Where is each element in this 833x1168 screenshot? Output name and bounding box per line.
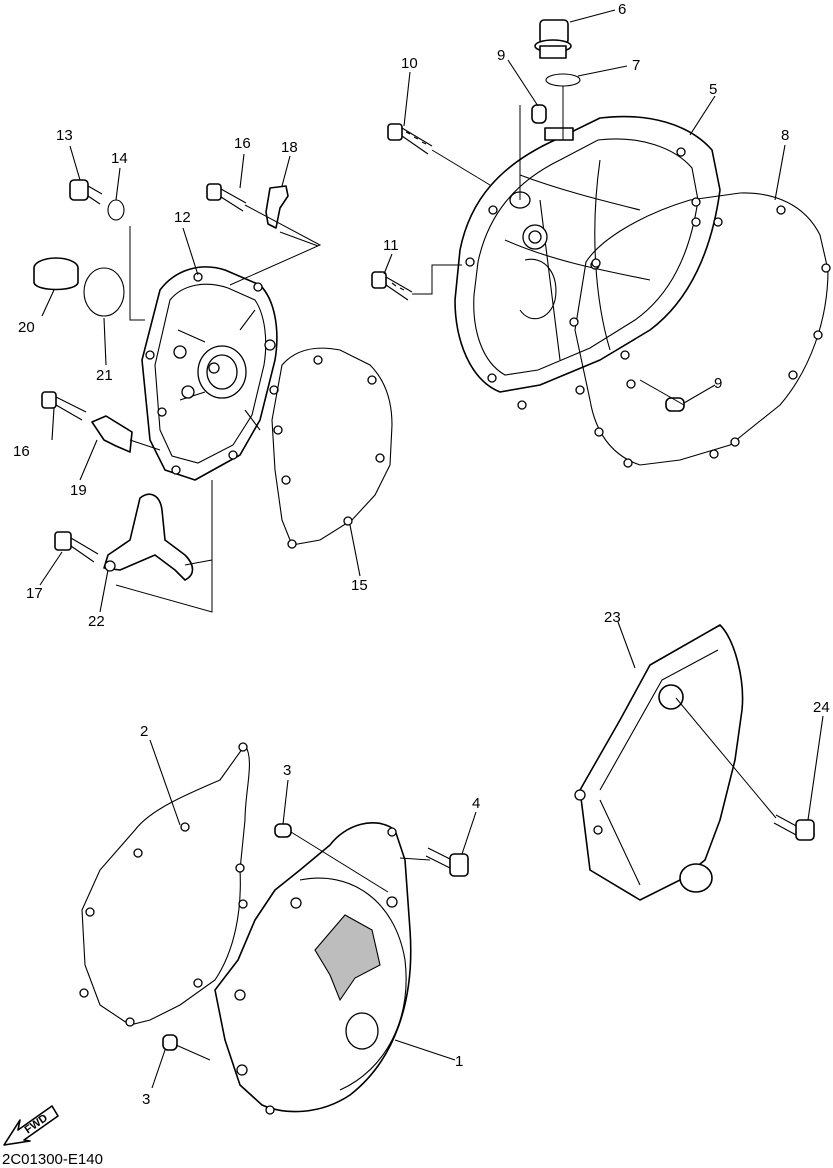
clip-18-part[interactable] [265, 185, 289, 229]
callout-23: 23 [604, 609, 621, 626]
callout-16-upper: 16 [234, 135, 251, 152]
plug-o-ring-part[interactable] [83, 267, 125, 317]
callout-11: 11 [383, 237, 399, 254]
pickup-cover-part[interactable] [141, 266, 279, 481]
callout-12: 12 [174, 209, 191, 226]
bracket-22-part[interactable] [103, 493, 194, 581]
callout-1: 1 [455, 1053, 463, 1070]
bolt-4-part[interactable] [425, 847, 469, 877]
callout-19: 19 [70, 482, 87, 499]
clutch-cover-gasket-part[interactable] [574, 192, 829, 466]
callout-leader-lines [39, 9, 824, 1089]
callout-8: 8 [781, 127, 789, 144]
drawing-code: 2C01300-E140 [2, 1151, 103, 1168]
bolt-17-part[interactable] [54, 531, 99, 563]
bolt-24-part[interactable] [773, 814, 815, 841]
callout-24: 24 [813, 699, 830, 716]
dowel-pin-3-upper-part[interactable] [274, 823, 292, 838]
bolt-16-upper-part[interactable] [206, 183, 247, 212]
callout-3-upper: 3 [283, 762, 291, 779]
callout-3-lower: 3 [142, 1091, 150, 1108]
forward-direction-arrow-icon: FWD [3, 1105, 59, 1146]
callout-14: 14 [111, 150, 128, 167]
callout-13: 13 [56, 127, 73, 144]
sprocket-cover-part[interactable] [574, 624, 744, 901]
callout-17: 17 [26, 585, 43, 602]
alignment-lines [115, 86, 777, 1061]
callout-labels: 1 2 3 3 4 5 6 7 8 9 9 10 11 12 13 14 15 … [13, 1, 830, 1108]
callout-6: 6 [618, 1, 626, 18]
bolt-11-part[interactable] [371, 271, 413, 301]
bolt-16-lower-part[interactable] [41, 391, 87, 421]
callout-9-upper: 9 [497, 47, 505, 64]
callout-15: 15 [351, 577, 368, 594]
pickup-cover-gasket-part[interactable] [271, 347, 393, 546]
filler-cap-o-ring-part[interactable] [545, 73, 581, 87]
clutch-cover-part[interactable] [454, 115, 721, 410]
pickup-gasket-bolt-holes [273, 355, 385, 549]
dowel-pin-3-lower-part[interactable] [162, 1034, 178, 1051]
callout-7: 7 [632, 57, 640, 74]
callout-16-lower: 16 [13, 443, 30, 460]
generator-cover-gasket-part[interactable] [81, 744, 250, 1026]
generator-cover-part[interactable] [214, 822, 412, 1115]
callout-22: 22 [88, 613, 105, 630]
bolt-13-part[interactable] [69, 179, 103, 205]
callout-10: 10 [401, 55, 418, 72]
callout-21: 21 [96, 367, 113, 384]
generator-gasket-bolt-holes [79, 742, 248, 1027]
callout-4: 4 [472, 795, 480, 812]
bracket-19-part[interactable] [91, 415, 133, 453]
callout-9-lower: 9 [714, 375, 722, 392]
callout-5: 5 [709, 81, 717, 98]
callout-20: 20 [18, 319, 35, 336]
callout-18: 18 [281, 139, 298, 156]
callout-2: 2 [140, 723, 148, 740]
washer-14-part[interactable] [107, 199, 125, 221]
clutch-gasket-bolt-holes [569, 197, 831, 468]
plug-part[interactable] [33, 257, 79, 291]
bolt-10-part[interactable] [387, 123, 433, 155]
dowel-pin-upper-part[interactable] [531, 104, 547, 124]
oil-filler-cap-part[interactable] [534, 19, 572, 59]
